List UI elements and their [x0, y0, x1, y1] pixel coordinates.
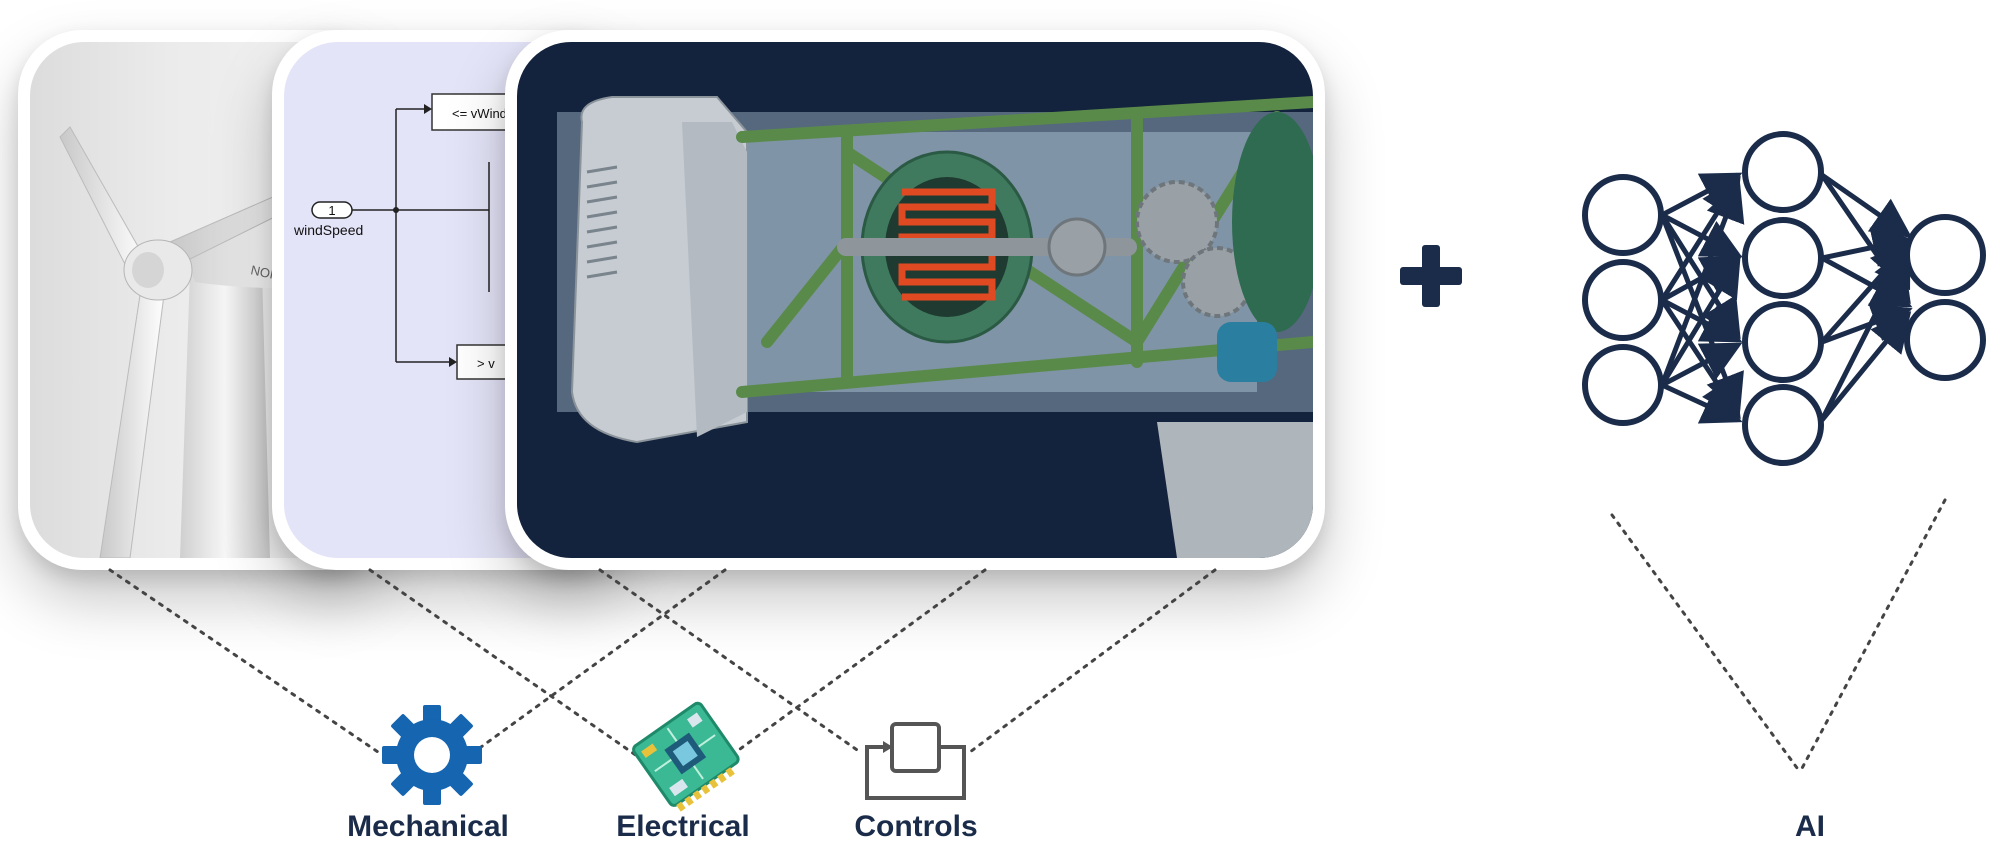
circuit-board-icon	[632, 701, 740, 812]
inport-label: windSpeed	[293, 222, 363, 238]
compare-gt-label: > v	[477, 356, 495, 371]
nacelle-3d-model	[557, 96, 1313, 558]
gear-icon	[382, 705, 482, 805]
electrical-label: Electrical	[616, 810, 750, 843]
nacelle-cutaway-card	[505, 30, 1325, 570]
ai-label: AI	[1795, 810, 1825, 843]
compare-le-label: <= vWind	[452, 106, 507, 121]
plus-icon	[1400, 245, 1462, 307]
neural-network-icon	[1582, 131, 1986, 466]
inport-number: 1	[328, 203, 335, 218]
controls-label: Controls	[854, 810, 978, 843]
mechanical-label: Mechanical	[347, 810, 509, 843]
feedback-loop-icon	[865, 722, 966, 800]
